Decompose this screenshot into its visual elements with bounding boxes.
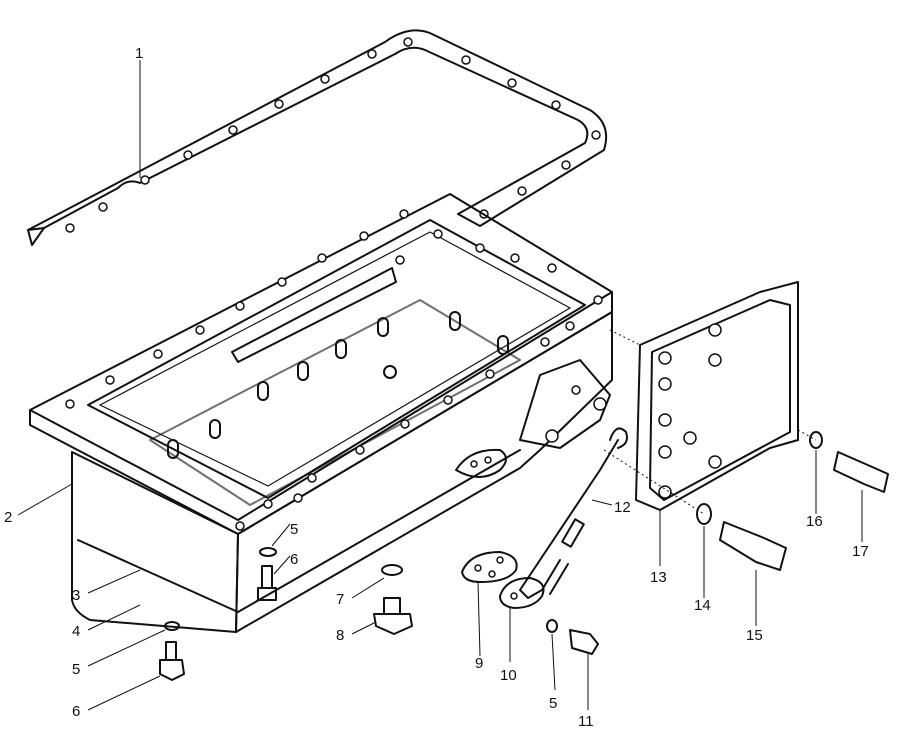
callout-6-upper: 6 [290, 551, 298, 568]
callout-11: 11 [578, 713, 594, 730]
callout-15: 15 [746, 627, 763, 644]
callout-10: 10 [500, 667, 517, 684]
fasteners [159, 431, 889, 681]
upper-gasket [27, 29, 608, 246]
callout-14: 14 [694, 597, 711, 614]
cover-plate [635, 281, 799, 511]
pan-flange-holes [65, 209, 603, 531]
baffle-pegs [167, 311, 509, 459]
callout-7: 7 [336, 591, 344, 608]
callout-3: 3 [72, 587, 80, 604]
callout-8: 8 [336, 627, 344, 644]
leader-lines [17, 60, 863, 711]
flange-gaskets [461, 551, 545, 609]
callout-12: 12 [614, 499, 631, 516]
dipstick [519, 427, 628, 599]
callout-13: 13 [650, 569, 667, 586]
callout-17: 17 [852, 543, 869, 560]
callout-2: 2 [4, 509, 12, 526]
callout-1: 1 [135, 45, 143, 62]
gasket-bolt-holes [65, 37, 601, 233]
callout-5-lower: 5 [72, 661, 80, 678]
callout-5-upper: 5 [290, 521, 298, 538]
callout-16: 16 [806, 513, 823, 530]
oil-pan [29, 193, 613, 633]
callout-5-right: 5 [549, 695, 557, 712]
cover-plate-holes [658, 323, 722, 499]
callout-labels: 1 2 3 4 5 6 5 6 7 8 9 10 5 11 12 13 14 1… [4, 45, 869, 730]
callout-4: 4 [72, 623, 80, 640]
callout-9: 9 [475, 655, 483, 672]
callout-6-lower: 6 [72, 703, 80, 720]
